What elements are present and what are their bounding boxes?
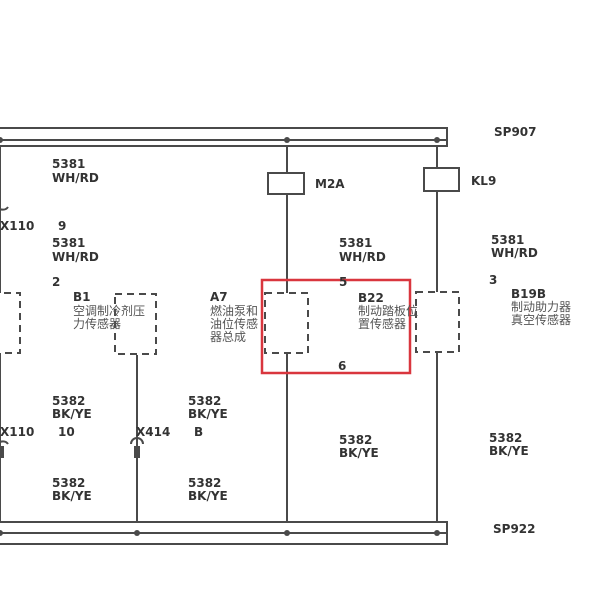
component-left-box [0, 292, 21, 354]
component-b19b-box [415, 291, 460, 353]
junction-node [0, 137, 3, 143]
wire-label-id: 5382 [52, 394, 85, 408]
junction-node [0, 530, 3, 536]
wire-label-color: BK/YE [52, 489, 92, 503]
wire-label-color: WH/RD [52, 250, 99, 264]
connector-x414-pin: B [194, 425, 203, 439]
highlight-frame [260, 278, 412, 375]
wire-label-id: 5382 [188, 476, 221, 490]
wire-label-color: WH/RD [52, 171, 99, 185]
fuse-m2a-label: M2A [315, 177, 345, 191]
bus-sp922-label: SP922 [493, 522, 536, 536]
b22-code: B22 [358, 291, 384, 305]
connector-x414-label: X414 [136, 425, 170, 439]
a7-name-line1: 燃油泵和 [210, 303, 258, 318]
fuse-kl9 [423, 167, 460, 192]
fuse-kl9-label: KL9 [471, 174, 496, 188]
b1-name-line2: 力传感器 [73, 316, 121, 331]
wire-label-id: 5382 [188, 394, 221, 408]
wire-label-color: BK/YE [188, 489, 228, 503]
junction-node [434, 530, 440, 536]
b19b-pin: 3 [489, 273, 497, 287]
b22-pin-top: 5 [339, 275, 347, 289]
b1-pin: 2 [52, 275, 60, 289]
bus-sp907-label: SP907 [494, 125, 537, 139]
wire-label-color: BK/YE [339, 446, 379, 460]
b22-name-line1: 制动踏板位 [358, 303, 418, 318]
junction-node [434, 137, 440, 143]
wire-label-id: 5382 [339, 433, 372, 447]
junction-node [134, 530, 140, 536]
component-b1-box [114, 293, 157, 355]
bus-sp907 [0, 127, 448, 147]
component-b22-box [264, 292, 309, 354]
connector-x110-top-icon [0, 206, 9, 211]
wire-label-id: 5381 [52, 236, 85, 250]
wire-label-id: 5382 [489, 431, 522, 445]
b22-pin-bottom: 6 [338, 359, 346, 373]
connector-x414-icon [130, 437, 144, 445]
b19b-code: B19B [511, 287, 546, 301]
b19b-name-line2: 真空传感器 [511, 312, 571, 327]
wire-label-id: 5381 [491, 233, 524, 247]
b1-code: B1 [73, 290, 91, 304]
connector-x110-top-pin: 9 [58, 219, 66, 233]
wire-label-color: WH/RD [339, 250, 386, 264]
wire-label-color: BK/YE [52, 407, 92, 421]
b22-name-line2: 置传感器 [358, 316, 406, 331]
wire-label-color: BK/YE [188, 407, 228, 421]
fuse-m2a [267, 172, 305, 195]
b1-name-line1: 空调制冷剂压 [73, 303, 145, 318]
a7-code: A7 [210, 290, 228, 304]
wire-label-color: BK/YE [489, 444, 529, 458]
wire-label-color: WH/RD [491, 246, 538, 260]
b19b-name-line1: 制动助力器 [511, 300, 571, 314]
connector-x110-bottom-label: X110 [0, 425, 34, 439]
junction-node [284, 530, 290, 536]
connector-x110-top-label: X110 [0, 219, 34, 233]
a7-name-line3: 器总成 [210, 330, 246, 344]
wire-label-id: 5381 [52, 157, 85, 171]
wire-label-id: 5382 [52, 476, 85, 490]
junction-node [284, 137, 290, 143]
wire-label-id: 5381 [339, 236, 372, 250]
a7-name-line2: 油位传感 [210, 316, 258, 331]
connector-x110-bottom-icon [0, 440, 9, 445]
connector-x110-bottom-pin: 10 [58, 425, 75, 439]
